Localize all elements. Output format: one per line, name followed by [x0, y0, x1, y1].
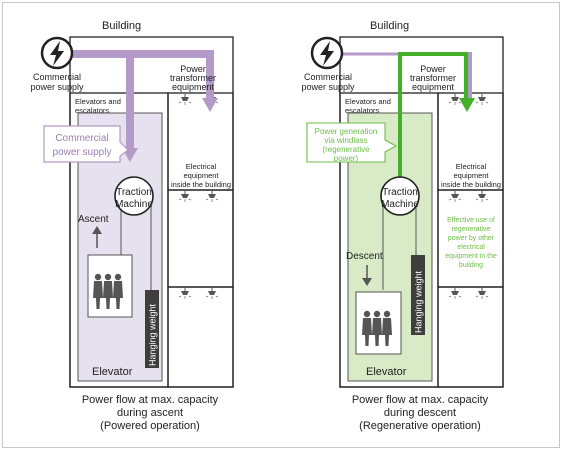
- transformer-label: Power: [180, 64, 206, 74]
- floor-box: [437, 286, 504, 388]
- transformer-label: equipment: [172, 82, 215, 92]
- caption-line: during ascent: [117, 407, 183, 419]
- effective-use-text: regenerative: [452, 226, 491, 233]
- floor-box: [167, 286, 234, 388]
- direction-label: Ascent: [78, 214, 109, 225]
- effective-use-text: electrical: [457, 244, 485, 251]
- weight-label: Hanging weight: [148, 303, 158, 366]
- effective-use-text: Effective use of: [447, 217, 495, 224]
- callout-box: [306, 122, 398, 163]
- hanging-weight: [145, 290, 159, 368]
- commercial-label: Commercial: [304, 72, 352, 82]
- building-label: Building: [102, 20, 141, 32]
- transformer-label: Power: [420, 64, 446, 74]
- caption-line: Power flow at max. capacity: [82, 394, 219, 406]
- effective-use-text: equipment in the: [445, 253, 497, 260]
- elevators-label: escalators: [345, 106, 379, 115]
- transformer-label: equipment: [412, 82, 455, 92]
- callout-text: (regenerative: [322, 145, 370, 154]
- elevators-label: Elevators and: [75, 97, 121, 106]
- lightning-icon: [40, 36, 74, 70]
- left-panel: Hanging weight Building Commercial power…: [30, 20, 234, 432]
- commercial-label: power supply: [30, 82, 84, 92]
- caption-line: (Powered operation): [100, 420, 200, 432]
- electrical-label: equipment: [183, 171, 219, 180]
- descent-arrowhead: [362, 278, 372, 286]
- electrical-label: equipment: [453, 171, 489, 180]
- transformer-label: transformer: [410, 73, 456, 83]
- traction-label: Machine: [381, 199, 419, 210]
- electrical-label: inside the building: [441, 180, 501, 189]
- electrical-label: Electrical: [456, 162, 487, 171]
- traction-machine: [114, 176, 154, 216]
- elevators-label: escalators: [75, 106, 109, 115]
- callout-text: via windlass: [324, 136, 367, 145]
- traction-label: Traction: [382, 187, 418, 198]
- hanging-weight: [411, 255, 425, 335]
- elevator-label: Elevator: [92, 366, 133, 378]
- electrical-label: Electrical: [186, 162, 217, 171]
- callout-box: [43, 125, 129, 163]
- caption-line: (Regenerative operation): [359, 420, 481, 432]
- commercial-label: Commercial: [33, 72, 81, 82]
- callout-text: Commercial: [55, 133, 108, 144]
- power-flow-line: [130, 50, 214, 100]
- traction-machine: [380, 176, 420, 216]
- power-flow-arrowhead: [202, 98, 218, 112]
- commercial-label: power supply: [301, 82, 355, 92]
- direction-label: Descent: [346, 251, 383, 262]
- elevators-label: Elevators and: [345, 97, 391, 106]
- right-panel: Hanging weight Building Commercial power…: [301, 20, 504, 432]
- callout-text: Power generation: [315, 127, 378, 136]
- lightning-icon: [310, 36, 344, 70]
- electrical-label: inside the building: [171, 180, 231, 189]
- regenerative-flow-line: [398, 52, 468, 180]
- caption-line: Power flow at max. capacity: [352, 394, 489, 406]
- callout-text: power supply: [53, 147, 112, 158]
- building-label: Building: [370, 20, 409, 32]
- elevator-label: Elevator: [366, 366, 407, 378]
- callout-text: power): [334, 154, 359, 163]
- ascent-arrowhead: [92, 226, 102, 234]
- weight-label: Hanging weight: [414, 270, 424, 333]
- regenerative-arrowhead: [459, 98, 475, 112]
- caption-line: during descent: [384, 407, 456, 419]
- traction-label: Machine: [115, 199, 153, 210]
- effective-use-text: power by other: [448, 235, 495, 242]
- effective-use-text: building: [459, 262, 483, 269]
- transformer-label: transformer: [170, 73, 216, 83]
- traction-label: Traction: [116, 187, 152, 198]
